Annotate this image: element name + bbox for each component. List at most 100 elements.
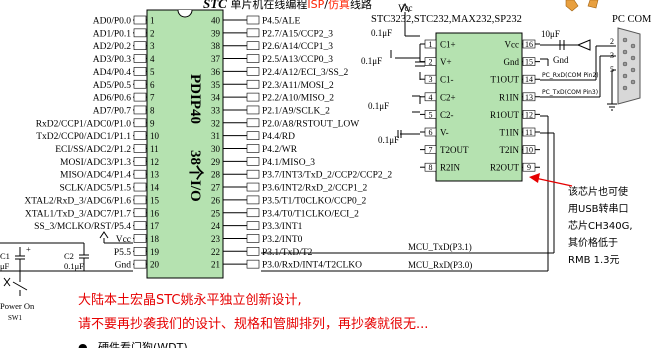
mcu-left-pin-label: XTAL1/TxD_3/ADC7/P1.7 xyxy=(25,209,131,219)
mcu-right-pin-box xyxy=(246,259,260,269)
mcu-right-pin-box xyxy=(246,247,260,256)
mcu-right-pin-number: 33 xyxy=(211,105,221,115)
mcu-right-pin-number: 28 xyxy=(211,170,221,180)
mcu-right-pin-number: 35 xyxy=(211,80,221,90)
rs232-right-pin-number: 15 xyxy=(525,58,533,67)
rs232-net-labels: PC_RxD(COM Pin2) PC_TxD(COM Pin3) xyxy=(542,72,599,96)
mcu-left-pin-label: AD4/P0.4 xyxy=(93,68,132,78)
mcu-left-pin-label: AD3/P0.3 xyxy=(93,55,132,65)
mcu-left-pin-label: AD6/P0.6 xyxy=(93,94,132,104)
title-sim: 仿真 xyxy=(328,0,350,11)
db9-shell xyxy=(617,27,641,105)
mcu-right-pin-box xyxy=(246,131,260,140)
warning: 大陆本土宏晶STC姚永平独立创新设计, 请不要再抄袭我们的设计、规格和管脚排列，… xyxy=(78,292,428,332)
warning-line-2: 请不要再抄袭我们的设计、规格和管脚排列，再抄袭就很无... xyxy=(78,316,428,332)
db9-pins xyxy=(622,37,636,91)
mcu-left-pin-label: AD5/P0.5 xyxy=(93,81,132,91)
mcu-right-pin-label: P2.1/A9/SCLK_2 xyxy=(262,106,330,116)
mcu-left-pin-box xyxy=(133,195,147,205)
mcu-right-pin-label: P3.7/INT3/TxD_2/CCP2/CCP2_2 xyxy=(262,171,392,181)
mcu-left-pin-box xyxy=(133,247,147,256)
mcu-left-pin-number: 11 xyxy=(150,144,159,154)
mcu-left-pin-label: ECI/SS/ADC2/P1.2 xyxy=(55,145,131,155)
rs232-left-pin-number: 3 xyxy=(429,75,433,84)
sw1-label: SW1 xyxy=(8,314,23,322)
mcu-left-pin-label: RxD2/CCP1/ADC0/P1.0 xyxy=(36,119,132,129)
mcu-right-pin-box xyxy=(246,92,260,102)
rs232-left-pin-box xyxy=(424,110,437,119)
mcu-right-pin-box xyxy=(246,157,260,166)
mcu-right-pin-number: 27 xyxy=(211,183,221,193)
mcu-right-pin-box xyxy=(246,105,260,115)
mcu-right-pin-label: P2.6/A14/CCP1_3 xyxy=(262,42,333,52)
db9-pin-numbers: 2 3 5 xyxy=(610,37,614,74)
rs232-left-pin-label: C1- xyxy=(440,75,454,85)
mcu-right-pin-box xyxy=(246,54,260,63)
mcu-left-pin-label: XTAL2/RxD_3/ADC6/P1.6 xyxy=(24,196,131,206)
mcu-right-pin-number: 34 xyxy=(211,93,221,103)
mcu-left-pin-box xyxy=(133,105,147,115)
mcu-left-pin-label: AD7/P0.7 xyxy=(93,106,132,116)
rs232-left-pin-box xyxy=(424,162,437,172)
c2-label: C2 xyxy=(64,251,74,261)
mcu-left-pin-box xyxy=(133,221,147,230)
footer-text: 硬件看门狗(WDT) xyxy=(98,340,188,348)
mcu-left-pin-number: 1 xyxy=(150,16,155,26)
mcu-left-pin-number: 6 xyxy=(150,80,155,90)
rs232-right-pin-number: 9 xyxy=(527,163,531,172)
title-part2: 线路 xyxy=(350,0,372,11)
ground-symbol-icon xyxy=(607,103,617,111)
mcu-left-pin-number: 19 xyxy=(150,247,160,257)
mcu-right-pin-number: 38 xyxy=(211,41,221,51)
mcu-right-pin-label: P4.5/ALE xyxy=(262,17,300,27)
rs232-left-pin-label: V+ xyxy=(440,57,452,67)
rs-vcc-label: Vcc xyxy=(398,3,413,13)
mcu-right-pin-box xyxy=(246,15,260,25)
mcu-right-pin-number: 23 xyxy=(211,234,221,244)
mcu-left-pin-number: 4 xyxy=(150,54,155,64)
mcu-left-pin-number: 9 xyxy=(150,118,155,128)
mcu-right-pin-box xyxy=(246,234,260,243)
c1-value: μF xyxy=(0,261,10,271)
mcu-right-pin-number: 32 xyxy=(211,118,220,128)
mcu-right-pin-number: 25 xyxy=(211,208,221,218)
rs232-left-pin-box xyxy=(424,127,437,137)
mcu-right-pin-number: 24 xyxy=(211,221,221,231)
mcu-left-pin-label: Gnd xyxy=(115,261,132,271)
mcu-left-pin-label: SCLK/ADC5/P1.5 xyxy=(59,184,131,194)
mcu-left-pin-box xyxy=(133,28,147,38)
mcu-right-pin-box xyxy=(246,182,260,192)
rs232-right-pin-number: 10 xyxy=(525,146,533,155)
warning-line-1: 大陆本土宏晶STC姚永平独立创新设计, xyxy=(78,292,302,308)
mcu-right-pin-box xyxy=(246,41,260,51)
c1-label: C1 xyxy=(0,251,10,261)
mcu-notch xyxy=(177,9,193,18)
mcu-left-pin-number: 15 xyxy=(150,195,160,205)
cap3-label: 0.1μF xyxy=(368,101,389,111)
mcu-right-pin-box xyxy=(246,79,260,89)
mcu-right-pin-number: 37 xyxy=(211,54,221,64)
rs232-right-pin-label: R1OUT xyxy=(490,110,520,120)
mcu-left-pin-box xyxy=(133,208,147,218)
rs232-right-pin-number: 12 xyxy=(525,110,533,119)
rs232-right-pin-label: Gnd xyxy=(504,57,520,67)
rs232-left-pin-box xyxy=(424,92,437,102)
rs232-right-pin-label: R2OUT xyxy=(490,163,520,173)
mcu-right-pin-label: P3.3/INT1 xyxy=(262,222,303,232)
mcu-left-pins: 1AD0/P0.02AD1/P0.13AD2/P0.24AD3/P0.35AD4… xyxy=(24,16,159,271)
footer: ● 硬件看门狗(WDT) xyxy=(78,340,188,348)
mcu-package: PDIP40 xyxy=(187,74,203,124)
rs232-left-pin-label: C2- xyxy=(440,110,454,120)
rs232-right-pin-number: 13 xyxy=(525,93,533,102)
mcu-net-labels: MCU_TxD(P3.1) MCU_RxD(P3.0) xyxy=(408,242,472,270)
mcu-left-pin-number: 20 xyxy=(150,260,160,270)
mcu-left-pin-box xyxy=(133,79,147,89)
mcu-right-pin-box xyxy=(246,195,260,205)
rs232-left-pin-label: T2OUT xyxy=(440,145,469,155)
cap5-label: 10μF xyxy=(541,29,560,39)
mcu-left-pin-box xyxy=(133,259,147,269)
mcu-left-pin-number: 18 xyxy=(150,234,160,244)
rs232-right-pin-box xyxy=(522,145,536,154)
